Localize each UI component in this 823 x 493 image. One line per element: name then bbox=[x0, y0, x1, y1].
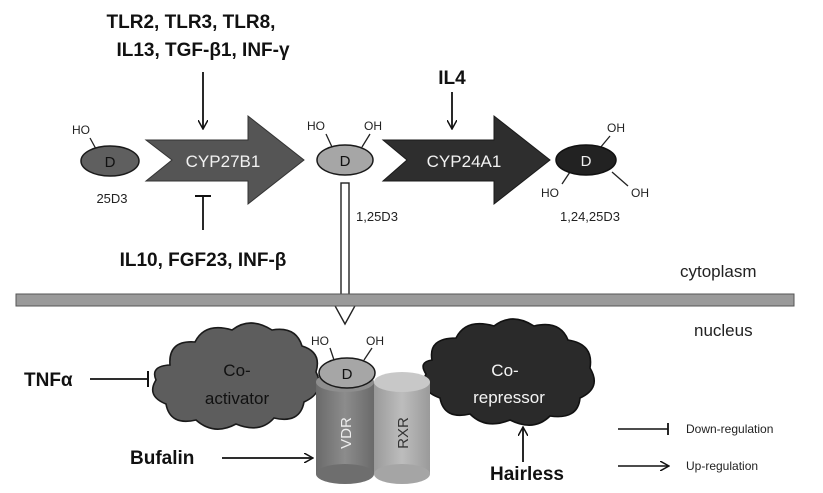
m125d3-bond-right bbox=[361, 133, 371, 148]
m125d3-bond-left bbox=[325, 133, 333, 148]
m12425d3-oh-top-label: OH bbox=[607, 121, 625, 135]
m25d3-core-label: D bbox=[105, 154, 116, 171]
rxr-label: RXR bbox=[395, 417, 412, 449]
legend-down-label: Down-regulation bbox=[686, 422, 773, 436]
m12425d3-label: 1,24,25D3 bbox=[560, 209, 620, 224]
cyp27b1-label: CYP27B1 bbox=[186, 152, 261, 171]
cyp24a1-label: CYP24A1 bbox=[427, 152, 502, 171]
coactivator-line1: Co- bbox=[223, 361, 250, 380]
m125d3-core-label: D bbox=[340, 153, 351, 170]
m25d3-ho-label: HO bbox=[72, 123, 90, 137]
m125d3-molecule bbox=[316, 144, 374, 176]
il4-label: IL4 bbox=[438, 68, 466, 89]
m12425d3-ho-left-label: HO bbox=[541, 186, 559, 200]
nuclear-membrane bbox=[15, 293, 795, 307]
nucleus-label: nucleus bbox=[694, 321, 753, 340]
translocation-shaft bbox=[340, 182, 350, 306]
ligand-core-label: D bbox=[342, 366, 353, 383]
coactivator-line2: activator bbox=[205, 389, 270, 408]
cytoplasm-label: cytoplasm bbox=[680, 262, 757, 281]
m12425d3-oh-right-label: OH bbox=[631, 186, 649, 200]
legend-up-label: Up-regulation bbox=[686, 459, 758, 473]
m125d3-ho-label: HO bbox=[307, 119, 325, 133]
m125d3-oh-label: OH bbox=[364, 119, 382, 133]
ligand-oh-label: OH bbox=[366, 334, 384, 348]
rxr-cylinder bbox=[374, 372, 430, 484]
cyp27b1-arrow bbox=[144, 114, 305, 206]
upper-regulators-line1: TLR2, TLR3, TLR8, bbox=[107, 12, 276, 33]
m12425d3-bond-top bbox=[599, 135, 611, 149]
coactivator-cloud bbox=[151, 322, 320, 430]
m25d3-bond bbox=[89, 137, 97, 150]
hairless-label: Hairless bbox=[490, 464, 564, 485]
vdr-label: VDR bbox=[338, 417, 355, 449]
cyp24a1-arrow bbox=[381, 114, 551, 206]
m12425d3-core-label: D bbox=[581, 153, 592, 170]
ligand-bond-right bbox=[363, 347, 373, 361]
corepressor-cloud bbox=[422, 318, 596, 426]
translocation-head bbox=[332, 303, 358, 326]
corepressor-line2: repressor bbox=[473, 388, 545, 407]
ligand-ho-label: HO bbox=[311, 334, 329, 348]
corepressor-line1: Co- bbox=[491, 361, 518, 380]
m12425d3-bond-left bbox=[561, 171, 571, 185]
ligand-bond-left bbox=[329, 347, 335, 361]
ligand-molecule bbox=[318, 357, 376, 389]
bufalin-label: Bufalin bbox=[130, 448, 194, 469]
tnfa-label: TNFα bbox=[24, 370, 73, 391]
m25d3-molecule bbox=[80, 145, 140, 177]
m125d3-label: 1,25D3 bbox=[356, 209, 398, 224]
lower-regulators: IL10, FGF23, INF-β bbox=[120, 250, 287, 271]
m25d3-label: 25D3 bbox=[96, 191, 127, 206]
m12425d3-bond-right bbox=[611, 171, 629, 187]
m12425d3-molecule bbox=[555, 144, 617, 176]
upper-regulators-line2: IL13, TGF-β1, INF-γ bbox=[116, 40, 290, 61]
